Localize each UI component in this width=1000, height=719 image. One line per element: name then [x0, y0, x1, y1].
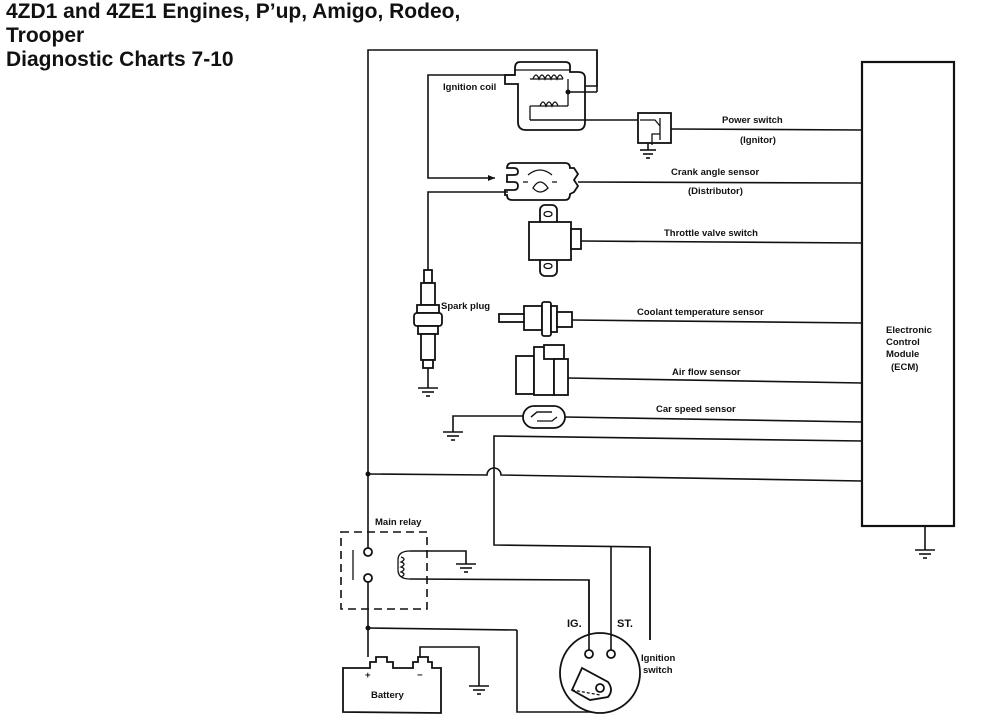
st-terminal-label: ST. — [617, 618, 633, 630]
ignition-switch-label-line1: Ignition — [641, 653, 675, 664]
power-bus — [365, 49, 863, 482]
power-switch-sublabel: (Ignitor) — [740, 135, 776, 146]
title-line-1: 4ZD1 and 4ZE1 Engines, P’up, Amigo, Rode… — [6, 0, 461, 23]
battery-plus-label: + — [365, 670, 371, 681]
coil-primary-icon — [530, 74, 564, 81]
ecm-to-starter-wire — [493, 435, 863, 640]
spark-plug-ground-icon — [418, 387, 438, 397]
air-flow-sensor: Air flow sensor — [515, 344, 863, 396]
ignition-coil-label: Ignition coil — [443, 82, 496, 93]
ecm-module: Electronic Control Module (ECM) — [860, 60, 956, 559]
main-relay-box — [340, 531, 428, 610]
battery: + − Battery — [342, 627, 596, 714]
ignitor-ground-icon — [640, 143, 656, 159]
crank-angle-sensor-sublabel: (Distributor) — [688, 186, 743, 197]
main-relay: Main relay — [340, 474, 590, 640]
ecm-label-line1: Electronic — [886, 325, 932, 336]
speed-sensor-ground-icon — [443, 431, 463, 441]
title-line-2: Trooper — [6, 24, 85, 47]
coil-secondary-icon — [529, 101, 562, 120]
ignition-coil: Ignition coil — [443, 50, 640, 131]
car-speed-sensor-label: Car speed sensor — [656, 404, 736, 415]
main-relay-label: Main relay — [375, 517, 422, 528]
crank-angle-sensor-label: Crank angle sensor — [671, 167, 759, 178]
coolant-temperature-sensor-label: Coolant temperature sensor — [637, 307, 764, 318]
battery-minus-label: − — [417, 670, 423, 681]
crank-angle-sensor: Crank angle sensor (Distributor) — [427, 162, 863, 270]
throttle-valve-switch-label: Throttle valve switch — [664, 228, 758, 239]
ecm-label-line2: Control — [886, 337, 920, 348]
spark-plug: Spark plug — [413, 269, 490, 397]
relay-ground-icon — [456, 563, 476, 573]
air-flow-sensor-label: Air flow sensor — [672, 367, 741, 378]
car-speed-sensor: Car speed sensor — [443, 404, 863, 441]
battery-label: Battery — [371, 690, 404, 701]
battery-ground-icon — [469, 685, 489, 695]
title-line-3: Diagnostic Charts 7-10 — [6, 48, 234, 71]
ignition-switch: IG. ST. Ignition switch — [559, 547, 675, 714]
ecm-box — [860, 60, 956, 528]
ecm-ground-icon — [915, 526, 935, 559]
ig-terminal-label: IG. — [567, 618, 582, 630]
coolant-temperature-sensor: Coolant temperature sensor — [498, 301, 863, 337]
throttle-valve-switch: Throttle valve switch — [528, 204, 863, 277]
ignition-switch-label-line2: switch — [643, 665, 673, 676]
ecm-label-line3: Module — [886, 349, 919, 360]
page-title: 4ZD1 and 4ZE1 Engines, P’up, Amigo, Rode… — [6, 0, 460, 72]
arrow-icon — [488, 175, 495, 181]
power-switch-ignitor: Power switch (Ignitor) — [637, 112, 863, 159]
ecm-label-line4: (ECM) — [891, 362, 918, 373]
spark-plug-label: Spark plug — [441, 301, 490, 312]
power-switch-label: Power switch — [722, 115, 783, 126]
coil-to-distributor-wire — [427, 74, 515, 179]
relay-coil-icon — [397, 550, 411, 580]
